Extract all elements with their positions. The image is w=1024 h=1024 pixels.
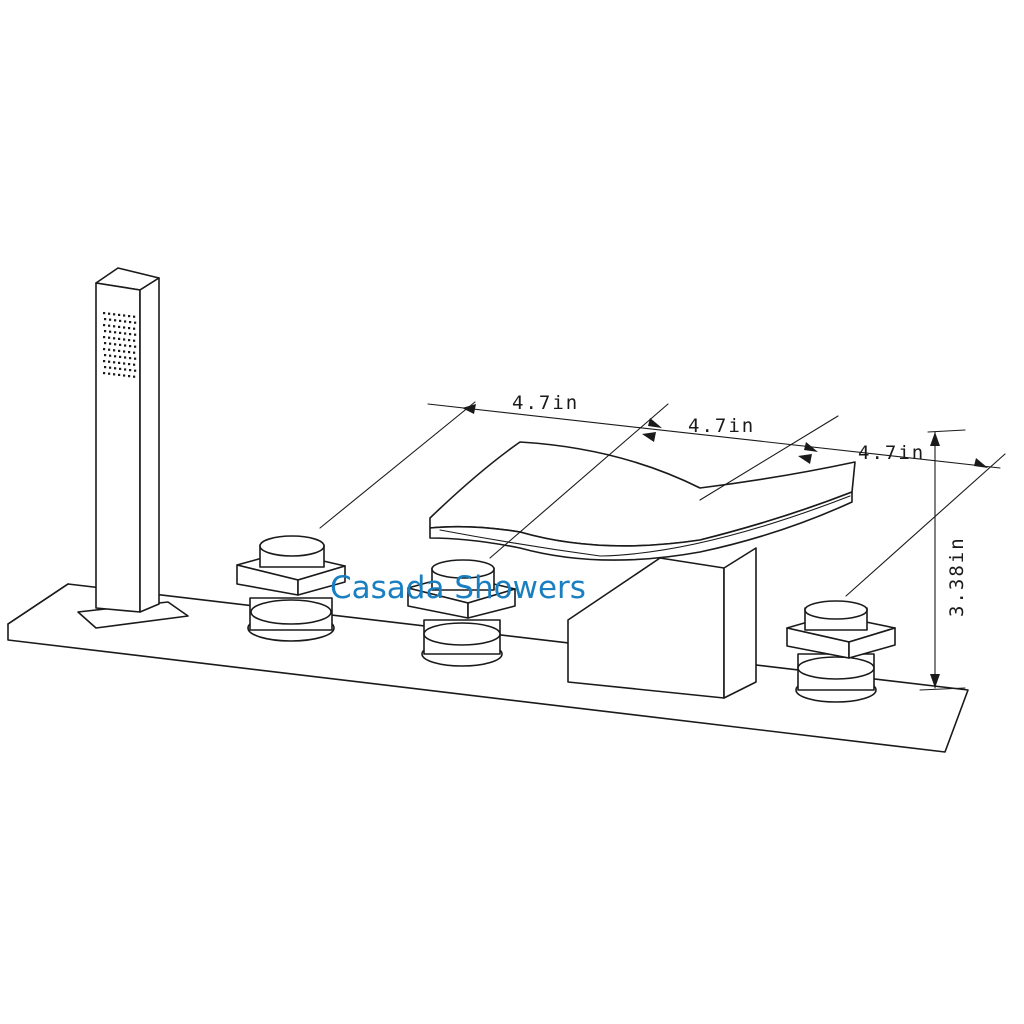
spray-hole [133,351,136,354]
spray-holes-pattern [103,312,137,378]
spray-hole [113,337,116,340]
spray-hole [128,363,131,366]
dimension-label-spacing-2: 4.7in [688,415,755,437]
left-handle [236,535,346,642]
spray-hole [104,354,107,357]
dimension-label-spacing-1: 4.7in [512,392,579,414]
spray-hole [104,318,107,321]
spray-hole [129,369,132,372]
spray-hole [123,326,126,329]
spray-hole [123,314,126,317]
spray-hole [134,357,137,360]
spray-hole [129,333,132,336]
spray-hole [124,320,127,323]
spray-hole [128,351,131,354]
spray-hole [133,375,136,378]
spray-hole [118,373,121,376]
spray-hole [123,374,126,377]
spray-hole [108,372,111,375]
spray-hole [128,339,131,342]
spray-hole [129,357,132,360]
spray-hole [103,372,106,375]
spray-hole [128,327,131,330]
dimension-label-height: 3.38in [946,536,968,617]
spray-hole [118,313,121,316]
spray-hole [104,342,107,345]
hand-shower [77,267,189,629]
spray-hole [118,325,121,328]
spray-hole [124,368,127,371]
spray-hole [109,342,112,345]
spray-hole [134,333,137,336]
spray-hole [113,325,116,328]
spray-hole [104,330,107,333]
spray-hole [119,355,122,358]
spray-hole [109,354,112,357]
spray-hole [134,345,137,348]
spray-hole [128,315,131,318]
spray-hole [133,327,136,330]
spray-hole [108,336,111,339]
spray-hole [108,312,111,315]
dimension-lines [319,401,1006,691]
right-handle [786,600,896,703]
spray-hole [109,366,112,369]
spray-hole [133,339,136,342]
spray-hole [103,312,106,315]
spray-hole [129,321,132,324]
spray-hole [103,324,106,327]
spray-hole [119,367,122,370]
spray-hole [113,361,116,364]
spray-hole [133,363,136,366]
spray-hole [103,336,106,339]
spray-hole [114,331,117,334]
spray-hole [119,343,122,346]
spray-hole [119,319,122,322]
spray-hole [124,344,127,347]
spray-hole [114,319,117,322]
spray-hole [113,373,116,376]
spray-hole [114,367,117,370]
watermark-text: Casada Showers [330,570,586,606]
spray-hole [123,362,126,365]
spray-hole [124,356,127,359]
spray-hole [103,348,106,351]
spray-hole [108,348,111,351]
spray-hole [114,343,117,346]
spray-hole [113,313,116,316]
spray-hole [128,375,131,378]
spray-hole [123,350,126,353]
spray-hole [103,360,106,363]
middle-handle [407,559,516,667]
spray-hole [113,349,116,352]
spray-hole [119,331,122,334]
spray-hole [124,332,127,335]
spray-hole [109,318,112,321]
spray-hole [108,360,111,363]
spray-hole [123,338,126,341]
spray-hole [114,355,117,358]
spray-hole [129,345,132,348]
spray-hole [118,349,121,352]
spray-hole [134,369,137,372]
spray-hole [104,366,107,369]
spray-hole [108,324,111,327]
spray-hole [109,330,112,333]
dimension-label-spacing-3: 4.7in [858,442,925,464]
spray-hole [118,361,121,364]
spray-hole [133,315,136,318]
waterfall-spout [429,441,856,699]
spray-hole [134,321,137,324]
spray-hole [118,337,121,340]
